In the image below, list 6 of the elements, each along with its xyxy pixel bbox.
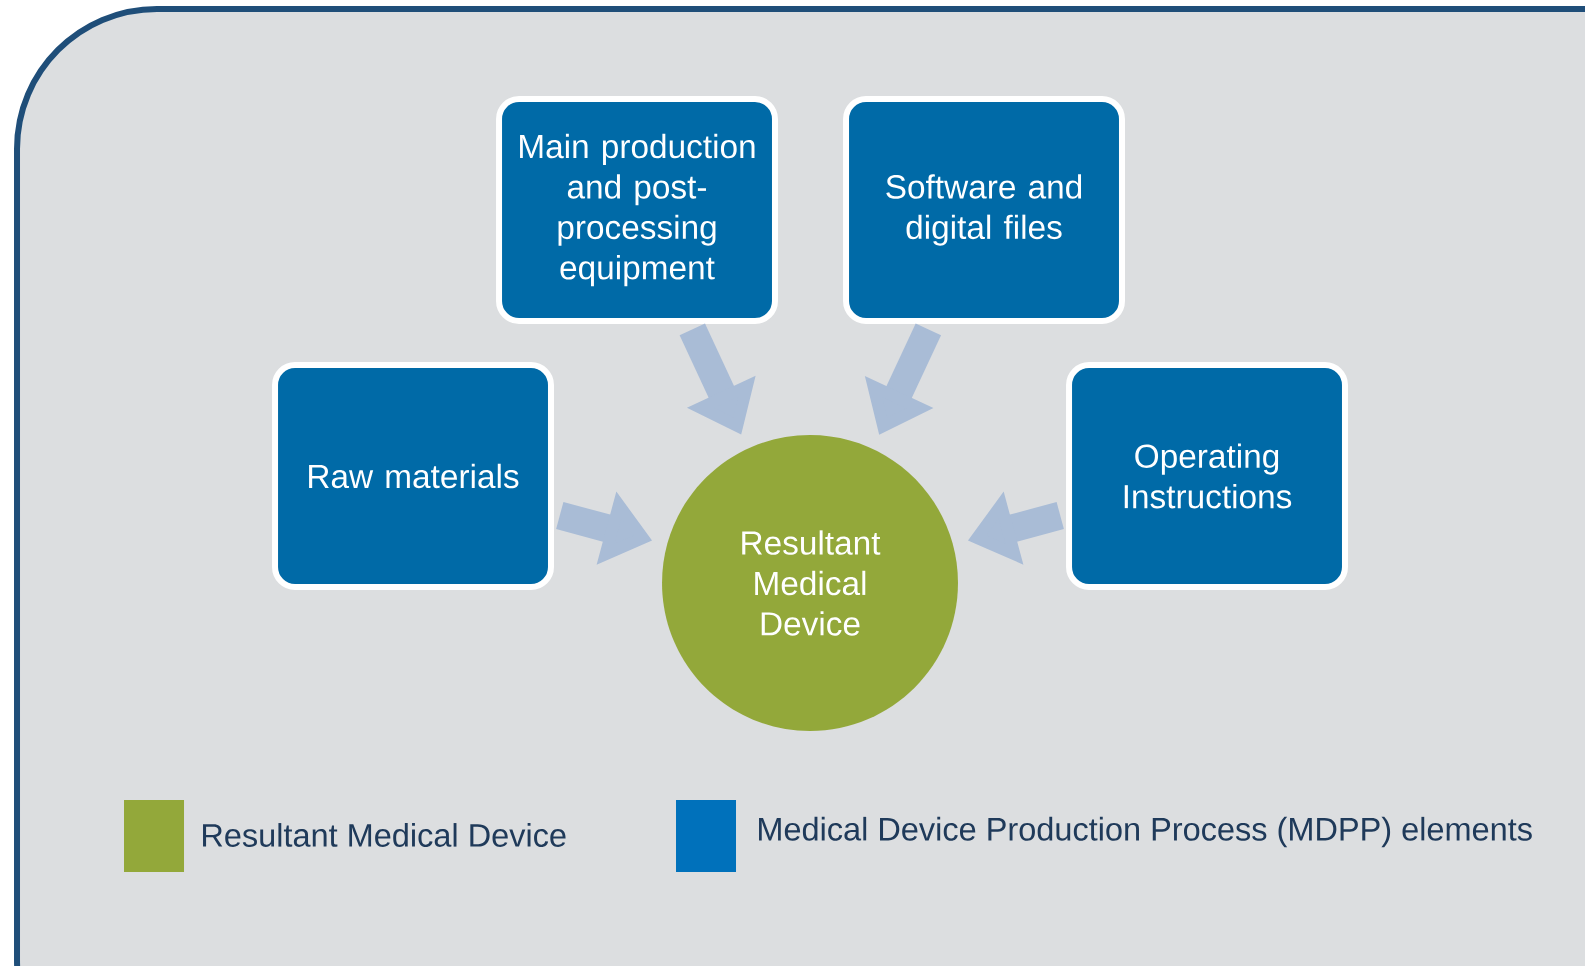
process-box: Raw materials [272, 362, 554, 590]
process-box: Software and digital files [843, 96, 1125, 324]
legend-text: Medical Device Production Process (MDPP) elements [759, 816, 1532, 848]
process-box: Operating Instructions [1066, 362, 1348, 590]
legend-text: Resultant Medical Device [203, 823, 566, 847]
process-box: Main production and post-processing equipment [496, 96, 778, 324]
